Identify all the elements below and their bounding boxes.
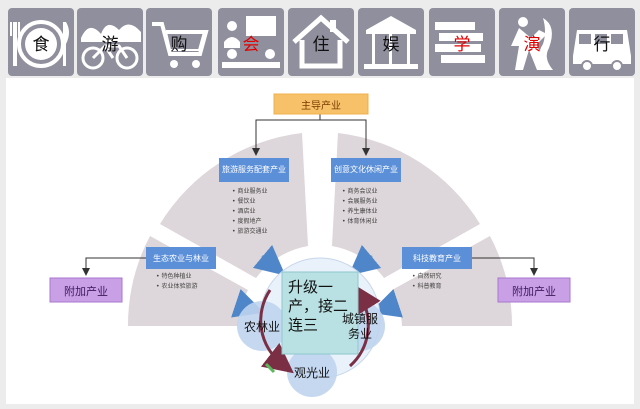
- box-culture: [331, 158, 401, 182]
- books-icon: [435, 22, 485, 63]
- bus-icon: [573, 30, 631, 72]
- tile-label: 演: [523, 35, 541, 55]
- culture-items: • 商务会议业 • 会展服务业 • 养生康体业 • 体育休闲业: [342, 187, 377, 227]
- tile-label: 行: [593, 35, 611, 55]
- box-eco-agri: [146, 247, 216, 269]
- tourism-title: 旅游服务配套产业: [222, 165, 286, 174]
- box-leading: [273, 93, 369, 115]
- list-item: • 旅游交通业: [232, 228, 268, 235]
- agri-forest-label: 农林业: [243, 320, 280, 334]
- tile-show[interactable]: 演: [499, 8, 565, 76]
- tourism-items: • 商业服务业 • 餐饮业 • 酒店业 • 度假地产 • 旅游交通业: [232, 187, 267, 237]
- icon-row: 食 游 购 会: [8, 8, 635, 76]
- list-item: • 度假地产: [232, 218, 262, 225]
- box-tourism: [219, 158, 289, 182]
- tile-food[interactable]: 食: [8, 8, 74, 76]
- list-item: • 养生康体业: [342, 208, 378, 215]
- carousel-icon: [364, 16, 418, 69]
- tile-label: 购: [170, 35, 188, 55]
- tile-label: 娱: [382, 35, 400, 55]
- tile-travel[interactable]: 行: [569, 8, 635, 76]
- house-icon: [292, 14, 350, 69]
- bicycle-icon: [81, 24, 141, 70]
- plate-fork-knife-icon: [10, 20, 69, 68]
- upgrade-text: 升级一产，接二连三: [288, 278, 349, 334]
- shopping-cart-icon: [152, 22, 209, 68]
- tile-meeting[interactable]: 会: [218, 8, 284, 76]
- box-upgrade: [281, 271, 359, 355]
- eco-agri-title: 生态农业与林业: [153, 254, 209, 263]
- performer-icon: [511, 17, 553, 70]
- box-additional-left: [49, 277, 123, 303]
- tile-fun[interactable]: 娱: [358, 8, 424, 76]
- tile-label: 学: [453, 35, 471, 55]
- tile-label: 食: [32, 35, 50, 55]
- urban-service-label: 城镇服务业: [341, 312, 378, 341]
- list-item: • 自然研究: [412, 273, 442, 280]
- tile-learn[interactable]: 学: [429, 8, 495, 76]
- connector-lines: [82, 114, 538, 276]
- tile-stay[interactable]: 住: [288, 8, 354, 76]
- list-item: • 商务会议业: [342, 188, 378, 195]
- tech-edu-title: 科技教育产业: [413, 254, 461, 263]
- tile-label: 住: [312, 35, 330, 55]
- box-tech-edu: [402, 247, 472, 269]
- eco-agri-items: • 特色种植业 • 农业体验旅游: [156, 272, 197, 292]
- tile-label: 游: [101, 35, 119, 55]
- circle-sightseeing: [287, 347, 337, 397]
- list-item: • 农业体验旅游: [156, 283, 198, 290]
- list-item: • 科普教育: [412, 283, 442, 290]
- culture-title: 创意文化休闲产业: [334, 165, 398, 174]
- list-item: • 会展服务业: [342, 198, 378, 205]
- box-additional-right: [497, 277, 571, 303]
- list-item: • 餐饮业: [232, 198, 256, 205]
- list-item: • 特色种植业: [156, 273, 192, 280]
- tile-shop[interactable]: 购: [146, 8, 212, 76]
- pointer-arrows: [231, 244, 403, 318]
- list-item: • 体育休闲业: [342, 218, 378, 225]
- tech-edu-items: • 自然研究 • 科普教育: [412, 272, 441, 292]
- meeting-icon: [222, 16, 280, 68]
- leading-industry-label: 主导产业: [301, 101, 341, 112]
- additional-right-label: 附加产业: [512, 285, 556, 298]
- tile-tour[interactable]: 游: [77, 8, 143, 76]
- tile-label: 会: [242, 35, 260, 55]
- sightseeing-label: 观光业: [293, 366, 330, 380]
- list-item: • 酒店业: [232, 208, 256, 215]
- list-item: • 商业服务业: [232, 188, 268, 195]
- additional-left-label: 附加产业: [64, 285, 108, 298]
